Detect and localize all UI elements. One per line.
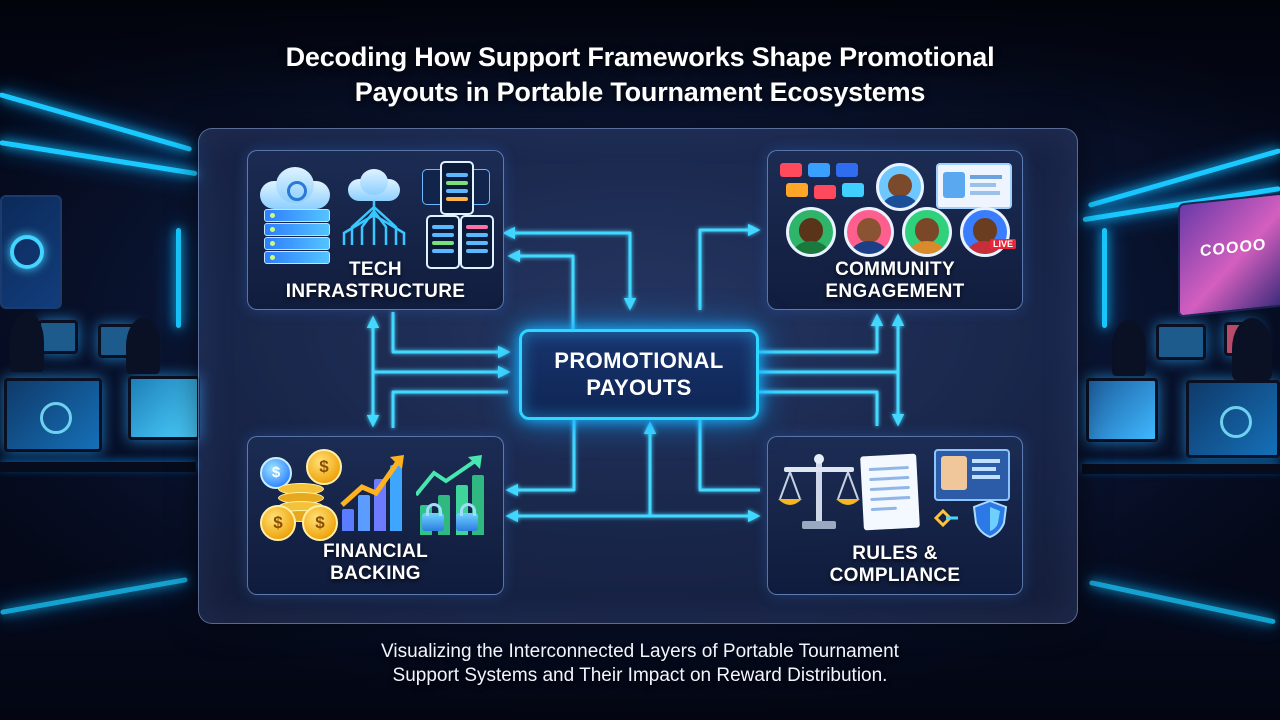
mobile-app-icon [422, 161, 494, 269]
subtitle-line-1: Visualizing the Interconnected Layers of… [381, 641, 899, 662]
wall-screen-text: COOOO [1200, 236, 1267, 261]
wall-screen-right: COOOO [1178, 192, 1280, 318]
monitor-right-3 [1156, 324, 1206, 360]
node-rules-compliance[interactable]: RULES & COMPLIANCE [767, 436, 1023, 595]
monitor-left-1 [4, 378, 102, 452]
shield-icon [972, 499, 1008, 539]
server-icon [264, 209, 330, 264]
neon-pillar-left [176, 228, 181, 328]
node-financial-label-line2: BACKING [330, 563, 421, 584]
neon-pillar-right [1102, 228, 1107, 328]
hub-label-line2: PAYOUTS [586, 375, 692, 400]
node-financial-label: FINANCIAL BACKING [248, 541, 503, 585]
gamer-silhouette-left-2 [126, 318, 160, 374]
cloud-icon [260, 167, 330, 209]
node-community-label-line2: ENGAGEMENT [825, 281, 965, 302]
document-icon [860, 453, 920, 531]
node-tech-label: TECH INFRASTRUCTURE [248, 259, 503, 303]
id-card-icon [934, 449, 1010, 501]
avatar-icon [786, 207, 836, 257]
node-tech-infrastructure[interactable]: TECH INFRASTRUCTURE [247, 150, 504, 310]
node-financial-backing[interactable]: $ $ $ $ FINANCIAL BA [247, 436, 504, 595]
scales-icon [778, 451, 860, 537]
avatar-icon [960, 207, 1010, 257]
wall-screen-left [0, 195, 62, 309]
hub-label-line1: PROMOTIONAL [554, 348, 724, 373]
monitor-right-1 [1186, 380, 1280, 458]
avatar-icon [876, 163, 924, 211]
monitor-right-2 [1086, 378, 1158, 442]
coin-icon: $ [306, 449, 342, 485]
ceiling-shadow [0, 0, 1280, 140]
monitor-left-3 [38, 320, 78, 354]
subtitle-line-2: Support Systems and Their Impact on Rewa… [392, 665, 888, 686]
coin-icon: $ [302, 505, 338, 541]
wall-screen-logo-icon [10, 235, 44, 269]
social-media-icon [780, 163, 872, 207]
node-rules-label: RULES & COMPLIANCE [768, 543, 1022, 587]
title-line-2: Payouts in Portable Tournament Ecosystem… [354, 77, 926, 107]
live-stream-icon [936, 163, 1012, 209]
floor-shadow [0, 630, 1280, 720]
growth-chart-icon [340, 453, 406, 531]
desk-left [0, 462, 196, 472]
page-subtitle: Visualizing the Interconnected Layers of… [0, 640, 1280, 688]
gamer-silhouette-right-1 [1112, 320, 1146, 376]
lock-icon [456, 503, 478, 531]
node-community-engagement[interactable]: LIVE COMMUNITY ENGAGEMENT [767, 150, 1023, 310]
lock-icon [422, 503, 444, 531]
hub-label: PROMOTIONAL PAYOUTS [522, 347, 756, 401]
title-line-1: Decoding How Support Frameworks Shape Pr… [285, 42, 995, 72]
hub-promotional-payouts[interactable]: PROMOTIONAL PAYOUTS [519, 329, 759, 420]
node-tech-label-line2: INFRASTRUCTURE [285, 281, 466, 302]
node-financial-label-line1: FINANCIAL [322, 541, 429, 562]
page-title: Decoding How Support Frameworks Shape Pr… [0, 40, 1280, 110]
gamer-silhouette-right-2 [1232, 318, 1272, 380]
coin-symbol: $ [273, 513, 283, 532]
monitor-left-2 [128, 376, 200, 440]
coin-symbol: $ [271, 464, 281, 481]
live-badge: LIVE [990, 239, 1017, 249]
avatar-icon [844, 207, 894, 257]
avatar-icon [902, 207, 952, 257]
coin-symbol: $ [319, 457, 329, 476]
coin-symbol: $ [315, 513, 325, 532]
network-icon [342, 167, 410, 251]
growth-chart-icon [416, 455, 486, 535]
desk-right [1082, 464, 1280, 474]
node-community-label-line1: COMMUNITY [835, 259, 955, 280]
node-tech-label-line1: TECH [349, 259, 402, 280]
node-rules-label-line1: RULES & [852, 543, 938, 564]
node-community-label: COMMUNITY ENGAGEMENT [768, 259, 1022, 303]
gamer-silhouette-left-1 [10, 312, 44, 372]
link-icon [932, 507, 962, 529]
node-rules-label-line2: COMPLIANCE [829, 565, 961, 586]
coin-icon: $ [260, 505, 296, 541]
